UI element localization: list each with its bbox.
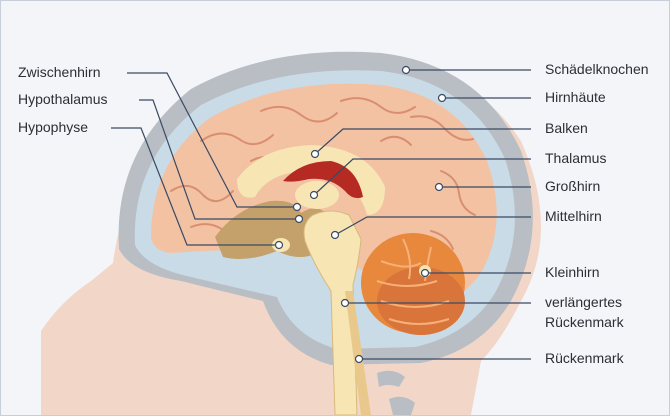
label-grosshirn: Großhirn (545, 178, 600, 195)
label-zwischenhirn: Zwischenhirn (18, 64, 100, 81)
dot-kleinhirn (422, 270, 429, 277)
label-hypothalamus: Hypothalamus (18, 91, 108, 108)
label-balken: Balken (545, 120, 588, 137)
label-mittelhirn: Mittelhirn (545, 208, 602, 225)
dot-hirnhaeute (439, 95, 446, 102)
dot-thalamus (311, 192, 318, 199)
label-schaedelknochen: Schädelknochen (545, 61, 649, 78)
dot-zwischenhirn (294, 204, 301, 211)
label-rueckenmark: Rückenmark (545, 350, 624, 367)
label-thalamus: Thalamus (545, 150, 606, 167)
dot-hypophyse (276, 242, 283, 249)
label-hirnhaeute: Hirnhäute (545, 89, 606, 106)
dot-grosshirn (436, 184, 443, 191)
label-verlaengertes-line2: Rückenmark (545, 314, 624, 331)
dot-verlaengertes (342, 300, 349, 307)
dot-hypothalamus (296, 216, 303, 223)
label-kleinhirn: Kleinhirn (545, 264, 599, 281)
dot-schaedelknochen (403, 67, 410, 74)
dot-rueckenmark (356, 356, 363, 363)
dot-mittelhirn (332, 232, 339, 239)
label-hypophyse: Hypophyse (18, 119, 88, 136)
dot-balken (312, 151, 319, 158)
label-verlaengertes-line1: verlängertes (545, 294, 622, 311)
